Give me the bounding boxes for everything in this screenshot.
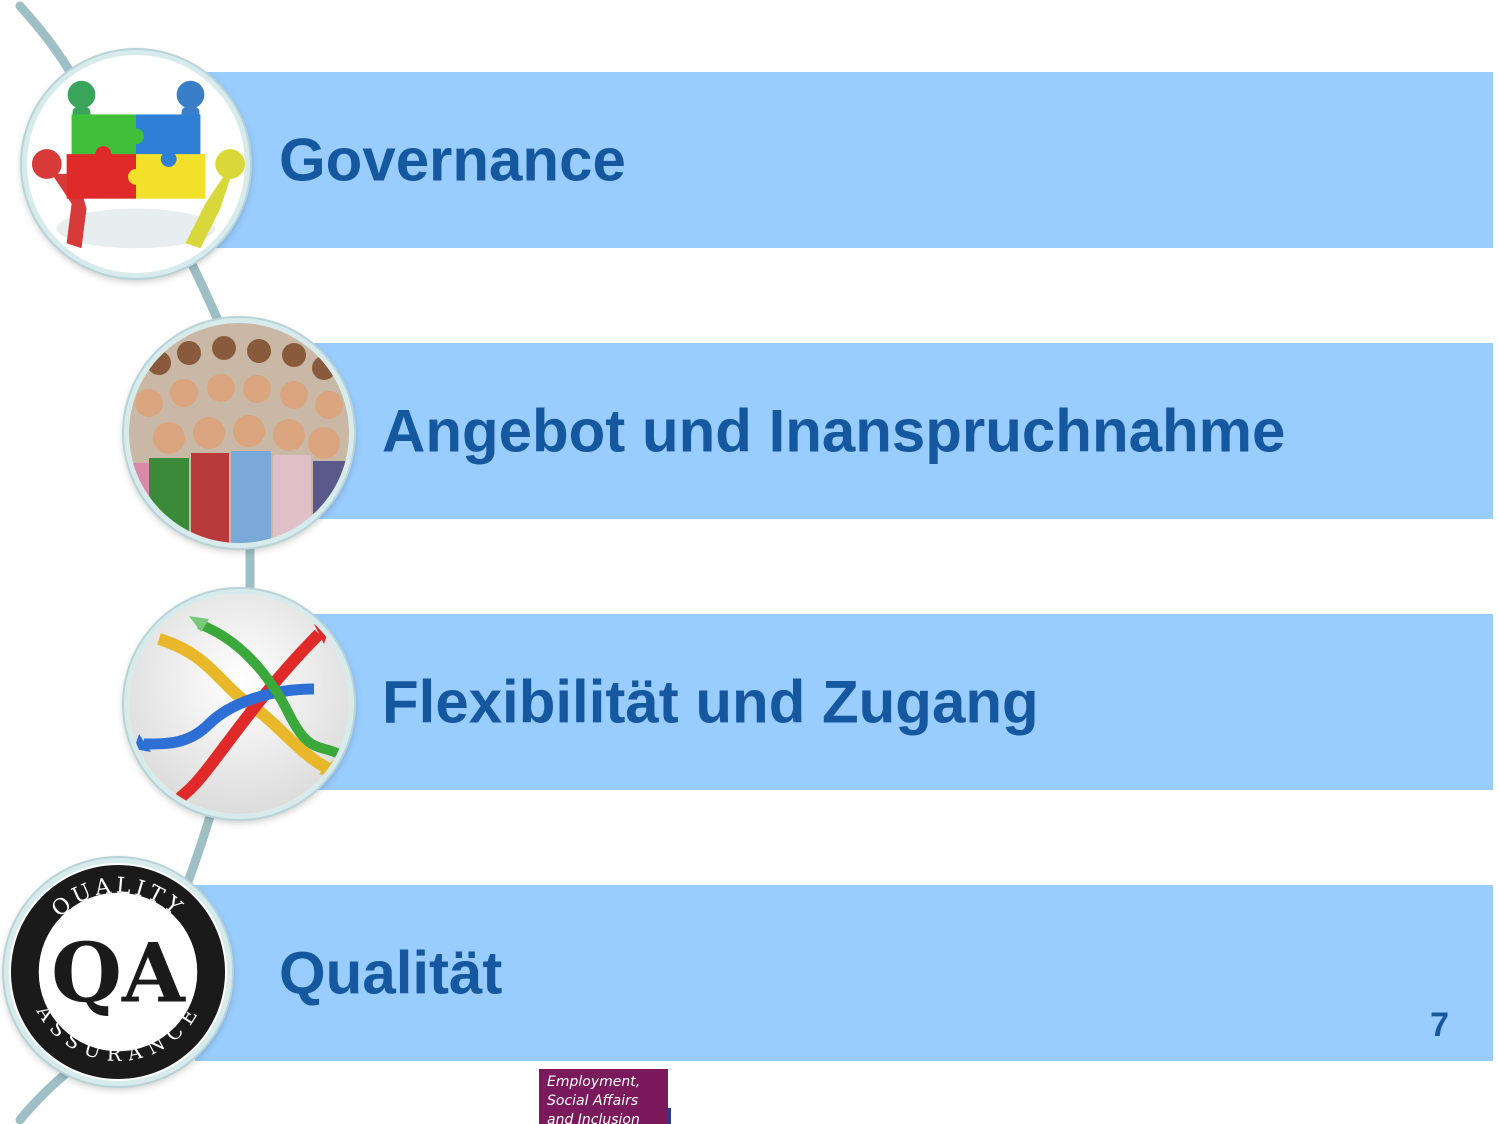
badge-line-2: Social Affairs — [547, 1093, 639, 1109]
employment-social-affairs-logo: Employment, Social Affairs and Inclusion — [539, 1069, 668, 1124]
quality-assurance-seal-icon: QUALITY ASSURANCE QA — [4, 858, 232, 1086]
band-label-flexibilitaet: Flexibilität und Zugang — [382, 668, 1039, 736]
crossing-arrows-icon — [124, 589, 354, 819]
crowd-photo-icon — [124, 318, 354, 548]
badge-divider — [668, 1108, 671, 1124]
band-flexibilitaet: Flexibilität und Zugang — [300, 614, 1493, 790]
band-label-governance: Governance — [279, 126, 626, 194]
band-label-angebot: Angebot und Inanspruchnahme — [382, 397, 1286, 465]
page-number: 7 — [1430, 1006, 1449, 1044]
band-qualitaet: Qualität — [195, 885, 1493, 1061]
puzzle-team-icon — [22, 50, 250, 278]
seal-monogram: QA — [51, 927, 186, 1022]
band-angebot: Angebot und Inanspruchnahme — [300, 343, 1493, 519]
band-label-qualitaet: Qualität — [279, 939, 503, 1007]
band-governance: Governance — [195, 72, 1493, 248]
badge-line-1: Employment, — [547, 1074, 641, 1090]
badge-line-3: and Inclusion — [547, 1112, 640, 1124]
